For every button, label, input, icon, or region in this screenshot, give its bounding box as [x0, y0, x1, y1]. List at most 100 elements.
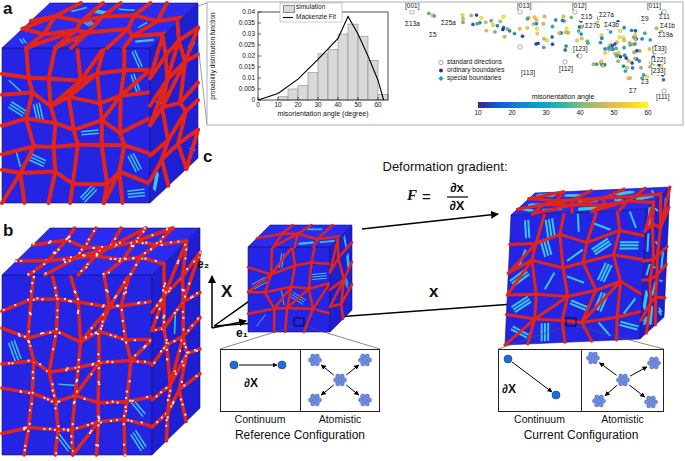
defect-atom	[106, 402, 108, 404]
zoom-line	[198, 44, 207, 125]
legend-marker	[439, 76, 444, 81]
twin-boundary	[528, 220, 529, 238]
twin-boundary	[29, 156, 45, 163]
boundary-dot	[611, 48, 614, 51]
continuum-view: ∂XContinuum	[220, 349, 300, 427]
boundary-dot	[533, 16, 536, 19]
atom	[365, 394, 369, 398]
grain-boundary	[152, 296, 164, 330]
defect-atom	[33, 276, 35, 278]
label: probability distribution function	[210, 12, 217, 99]
label: [111]	[655, 94, 671, 101]
twin-boundary	[298, 242, 313, 244]
defect-atom	[170, 405, 172, 407]
defect-atom	[47, 398, 49, 400]
defect-atom	[31, 403, 33, 405]
grain-boundary	[2, 428, 29, 434]
boundary-dot	[564, 48, 567, 51]
defect-atom	[42, 332, 44, 334]
grain-boundary	[313, 309, 330, 314]
boundary-dot	[501, 28, 504, 31]
grain-boundary	[28, 331, 57, 338]
atom	[338, 378, 342, 382]
defect-atom	[100, 328, 102, 330]
detail-illustration	[581, 349, 664, 411]
label: 0.035	[239, 20, 255, 27]
atom	[650, 365, 654, 369]
defect-atom	[170, 241, 172, 243]
boundary-dot	[545, 39, 548, 42]
grain-boundary	[287, 289, 309, 308]
grain-boundary	[51, 81, 81, 106]
grain-boundary	[85, 228, 96, 248]
twin-boundary	[577, 214, 580, 232]
atom	[621, 378, 625, 382]
node-text: ∂X	[502, 383, 516, 396]
grain-boundary	[2, 119, 26, 126]
twin-boundary	[132, 52, 139, 68]
grain-boundary	[265, 287, 291, 293]
defect-atom	[168, 395, 170, 397]
atom	[595, 395, 599, 399]
defect-atom	[177, 262, 179, 264]
grain-boundary	[133, 21, 158, 36]
twin-boundary	[81, 133, 98, 135]
grain-boundary	[568, 290, 596, 296]
grain-boundary	[186, 100, 198, 111]
defect-atom	[110, 334, 112, 336]
boundary-dot	[627, 59, 630, 62]
defect-atom	[123, 423, 125, 425]
grain-boundary	[536, 214, 545, 244]
defect-atom	[162, 236, 164, 238]
defect-atom	[56, 298, 58, 300]
twin-boundary	[567, 250, 583, 261]
label: Σ19a	[657, 32, 674, 39]
bond-arrow	[512, 362, 552, 392]
boundary-dot	[662, 78, 665, 81]
defect-atom	[163, 285, 165, 287]
grain-boundary	[506, 315, 534, 320]
grain-boundary	[109, 275, 129, 307]
defect-atom	[130, 273, 132, 275]
grain-boundary	[650, 259, 654, 279]
grain-boundary	[163, 36, 166, 55]
defect-atom	[184, 257, 186, 259]
histogram-bar	[308, 73, 318, 101]
grain-boundary	[614, 255, 644, 260]
atom	[649, 400, 653, 404]
defect-atom	[160, 241, 162, 243]
boundary-dot	[577, 29, 580, 32]
defect-atom	[143, 346, 145, 348]
defect-atom	[196, 292, 198, 294]
defect-atom	[125, 410, 127, 412]
twin-boundary	[619, 247, 638, 249]
atom	[340, 374, 344, 378]
defect-atom	[181, 381, 183, 383]
label: Σ9	[640, 16, 650, 23]
standard-direction	[410, 10, 414, 14]
twin-boundary	[8, 107, 23, 116]
grain-boundary	[97, 74, 100, 104]
label: 30	[314, 102, 321, 109]
defect-atom	[195, 375, 197, 377]
histogram-bar	[328, 49, 338, 100]
defect-atom	[87, 424, 89, 426]
defect-atom	[30, 290, 32, 292]
defect-atom	[110, 258, 112, 260]
boundary-dot	[580, 32, 583, 35]
defect-atom	[119, 242, 121, 244]
grain-boundary	[282, 225, 293, 234]
boundary-dot	[536, 42, 539, 45]
cube-face	[248, 247, 330, 332]
inset-panel	[207, 2, 683, 125]
boundary-dot	[558, 31, 561, 34]
grain-boundary	[309, 289, 313, 309]
defect-atom	[44, 272, 46, 274]
defect-atom	[132, 257, 134, 259]
label: 10	[474, 110, 481, 117]
defect-atom	[29, 423, 31, 425]
defect-atom	[29, 312, 31, 314]
atom	[623, 374, 627, 378]
defect-atom	[8, 362, 10, 364]
grain-boundary	[187, 349, 200, 354]
